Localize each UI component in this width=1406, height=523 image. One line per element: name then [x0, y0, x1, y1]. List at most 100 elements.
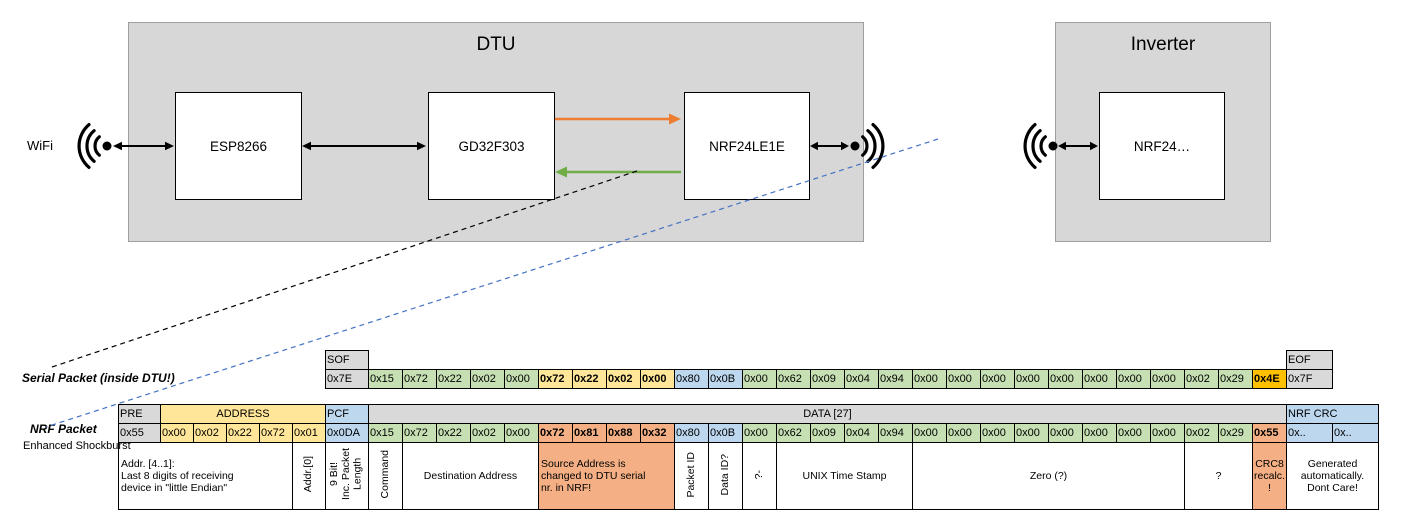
nrf-byte: 0x0DA	[325, 423, 369, 443]
nrf-byte: 0x..	[1286, 423, 1333, 443]
nrf-header-address: ADDRESS	[160, 404, 326, 424]
spacer-cell	[369, 351, 1287, 370]
serial-byte: 0x00	[1150, 369, 1185, 389]
nrf-byte: 0x00	[1082, 423, 1117, 443]
nrf-byte: 0x94	[878, 423, 913, 443]
nrf-annotation: ?-	[742, 442, 777, 510]
serial-byte: 0x62	[776, 369, 811, 389]
serial-byte: 0x29	[1218, 369, 1253, 389]
nrf-annotation: 9 Bit! Inc. Packet Length	[325, 442, 369, 510]
nrf-byte: 0x00	[742, 423, 777, 443]
rotated-label: ?-	[752, 469, 765, 480]
inverter-box: Inverter	[1055, 22, 1271, 242]
nrf-byte: 0x22	[436, 423, 471, 443]
serial-byte: 0x00	[1082, 369, 1117, 389]
nrf-byte: 0x15	[368, 423, 403, 443]
nrf-annotation: ?	[1184, 442, 1253, 510]
nrf-byte: 0x00	[160, 423, 194, 443]
serial-byte: 0x04	[844, 369, 879, 389]
nrf-byte: 0x02	[193, 423, 227, 443]
wifi-dot	[102, 141, 112, 151]
nrf-byte: 0x81	[572, 423, 607, 443]
serial-byte: 0x00	[504, 369, 539, 389]
wifi-arc	[871, 123, 885, 169]
chip-inverter-nrf24: NRF24…	[1099, 92, 1225, 200]
wifi-arc	[77, 123, 91, 169]
wifi-arc	[93, 135, 101, 157]
serial-byte: 0x72	[402, 369, 437, 389]
nrf-byte: 0x62	[776, 423, 811, 443]
nrf-byte: 0x80	[674, 423, 709, 443]
nrf-byte: 0x02	[470, 423, 505, 443]
nrf-header-data-27-: DATA [27]	[368, 404, 1287, 424]
nrf-annotation: Packet ID	[674, 442, 709, 510]
wifi-arc	[85, 129, 96, 163]
chip-gd32f303-label: GD32F303	[458, 138, 525, 154]
dtu-title: DTU	[476, 34, 516, 55]
nrf-byte: 0x29	[1218, 423, 1253, 443]
serial-byte: 0x00	[1048, 369, 1083, 389]
nrf-packet-label: NRF Packet	[30, 422, 97, 436]
nrf-annotation: Source Address is changed to DTU serial …	[538, 442, 675, 510]
nrf-header-pcf: PCF	[325, 404, 369, 424]
serial-byte: 0x0B	[708, 369, 743, 389]
chip-esp8266-label: ESP8266	[209, 138, 268, 154]
nrf-annotation: Generated automatically. Dont Care!	[1286, 442, 1379, 510]
nrf-header-pre: PRE	[118, 404, 161, 424]
nrf-annotation: Data ID?	[708, 442, 743, 510]
nrf-byte: 0x02	[1184, 423, 1219, 443]
serial-eof-byte: 0x7F	[1286, 369, 1333, 389]
serial-byte: 0x02	[1184, 369, 1219, 389]
chip-esp8266: ESP8266	[175, 92, 302, 200]
nrf-header-nrf-crc: NRF CRC	[1286, 404, 1379, 424]
nrf-byte: 0x72	[259, 423, 293, 443]
nrf-byte: 0x00	[980, 423, 1015, 443]
wifi-arc	[1031, 129, 1042, 163]
inverter-title: Inverter	[1130, 34, 1196, 55]
serial-byte: 0x22	[572, 369, 607, 389]
serial-eof-header: EOF	[1286, 350, 1333, 370]
spacer-cell	[119, 389, 1379, 405]
rotated-label: Addr.[0]	[302, 456, 315, 493]
wifi-arc	[1039, 135, 1047, 157]
serial-byte: 0x22	[436, 369, 471, 389]
wifi-icon-inverter	[1023, 123, 1058, 169]
nrf-annotation: CRC8 recalc. !	[1252, 442, 1287, 510]
chip-nrf24le1e-label: NRF24LE1E	[709, 138, 785, 154]
wifi-arc	[1023, 123, 1037, 169]
nrf-byte: 0x00	[1048, 423, 1083, 443]
chip-gd32f303: GD32F303	[428, 92, 555, 200]
spacer-cell	[119, 370, 326, 389]
serial-byte: 0x00	[946, 369, 981, 389]
serial-byte: 0x00	[1014, 369, 1049, 389]
serial-byte: 0x80	[674, 369, 709, 389]
serial-byte: 0x00	[980, 369, 1015, 389]
serial-byte: 0x00	[912, 369, 947, 389]
nrf-annotation: UNIX Time Stamp	[776, 442, 913, 510]
serial-byte: 0x00	[640, 369, 675, 389]
nrf-byte: 0x55	[1252, 423, 1287, 443]
spacer-cell	[1333, 370, 1379, 389]
rotated-label: Packet ID	[684, 451, 697, 498]
chip-inverter-nrf24-label: NRF24…	[1133, 138, 1191, 154]
spacer-cell	[1333, 351, 1379, 370]
nrf-byte: 0x..	[1332, 423, 1379, 443]
nrf-byte: 0x01	[292, 423, 326, 443]
serial-byte: 0x09	[810, 369, 845, 389]
spacer-cell	[119, 351, 326, 370]
serial-byte: 0x72	[538, 369, 573, 389]
nrf-packet-sublabel: Enhanced Shockburst	[23, 440, 131, 452]
nrf-byte: 0x09	[810, 423, 845, 443]
rotated-label: Command	[378, 450, 391, 499]
nrf-byte: 0x00	[504, 423, 539, 443]
nrf-byte: 0x55	[118, 423, 161, 443]
serial-byte: 0x94	[878, 369, 913, 389]
nrf-annotation: Addr.[0]	[292, 442, 326, 510]
nrf-annotation: Command	[368, 442, 403, 510]
nrf-annotation: Zero (?)	[912, 442, 1185, 510]
nrf-byte: 0x04	[844, 423, 879, 443]
nrf-annotation: Addr. [4..1]: Last 8 digits of receiving…	[118, 442, 293, 510]
serial-byte: 0x00	[1116, 369, 1151, 389]
wifi-label: WiFi	[27, 138, 53, 153]
